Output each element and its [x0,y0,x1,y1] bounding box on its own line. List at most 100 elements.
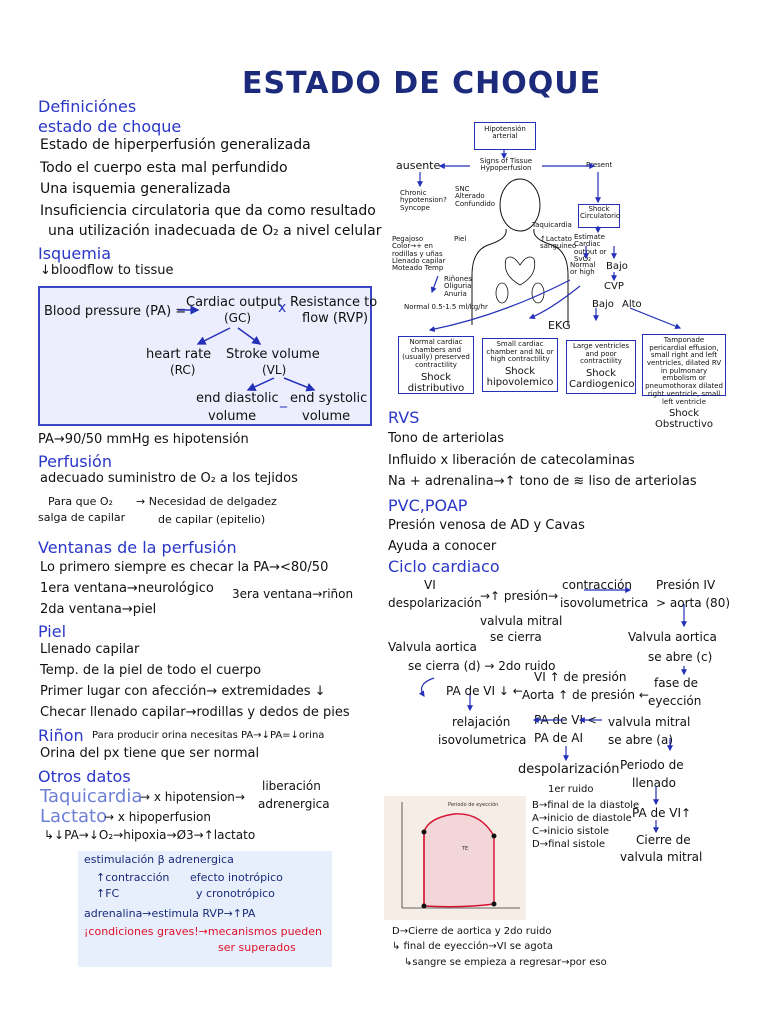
shock-circulatorio-label: Shock Circulatorio [580,205,621,221]
taquicardia-liberacion: liberación [262,779,321,793]
cycle-contraccion-2: isovolumetrica [560,596,649,610]
cycle-arrows [418,587,687,834]
card-obstructivo-label: Shock Obstructivo [654,408,714,431]
esv-label-1: end systolic [290,391,368,406]
beta-line-2: ↑contracción [96,871,170,884]
heading-rvs: RVS [388,408,420,427]
page-title: ESTADO DE CHOQUE [242,66,602,101]
heading-perfusion: Perfusión [38,452,112,471]
rvs-line-2: Influido x liberación de catecolaminas [388,453,635,468]
cycle-vi-presion: VI ↑ de presión [534,670,627,684]
rc-abbr: (RC) [170,363,196,377]
bajo-cvp-label: Bajo [592,299,614,310]
cycle-pa-vi-ai-2: PA de AI [534,731,584,745]
piel-line-4: Checar llenado capilar→rodillas y dedos … [40,705,350,720]
heading-isquemia: Isquemia [38,244,112,263]
card-cardiogenico-label: Shock Cardiogenico [569,368,635,391]
cycle-c-line: C→inicio sistole [532,826,609,837]
heading-ventanas: Ventanas de la perfusión [38,538,237,557]
cycle-a-line: A→inicio de diastole [532,813,632,824]
perf-b-1: → Necesidad de delgadez [136,495,277,508]
taquicardia-adrenergica: adrenergica [258,797,330,811]
diagram-arrows [417,150,682,332]
cycle-presion-iv-2: > aorta (80) [656,596,731,610]
cycle-presion: →↑ presión→ [480,589,559,603]
cycle-vi: VI [424,578,436,592]
gc-abbr: (GC) [224,311,252,325]
cycle-aorta-presion: Aorta ↑ de presión ← [522,688,649,702]
cycle-periodo-2: llenado [632,776,676,790]
heading-ciclo-cardiaco: Ciclo cardiaco [388,557,500,576]
cycle-pa-vi-ai-1: PA de VI < [534,713,597,727]
taquicardia-line: → x hipotension→ [140,790,245,804]
stroke-volume-label: Stroke volume [226,347,320,362]
lactato-label: Lactato [40,806,108,827]
edv-label-1: end diastolic [196,391,279,406]
pegajoso-label: Pegajoso Color→+ en rodillas y uñas Llen… [392,235,446,273]
estado-line-4: Insuficiencia circulatoria que da como r… [40,203,376,219]
pvc-line-2: Ayuda a conocer [388,539,497,554]
cycle-aortica-cierra-2: se cierra (d) → 2do ruido [408,659,556,673]
heart-rate-label: heart rate [146,347,212,362]
lactato-chain: ↳↓PA→↓O₂→hipoxia→Ø3→↑lactato [44,828,256,842]
rvs-line-1: Tono de arteriolas [388,431,505,446]
cycle-aortica-cierra-1: Valvula aortica [388,640,477,654]
perf-a-1: Para que O₂ [48,495,113,508]
card-obstructivo-text: Tamponade pericardial effusion, small ri… [645,336,723,406]
heading-definiciones: Definiciónes [38,97,137,116]
card-cardiogenico-text: Large ventricles and poor contractility [572,342,630,366]
bottom-line-3: ↳sangre se empieza a regresar→por eso [404,957,607,968]
vent-line-2: 1era ventana→neurológico [40,581,214,596]
cycle-periodo-1: Periodo de [620,758,684,772]
perf-a-2: salga de capilar [38,511,126,524]
chronic-label: Chronic hypotension? Syncope [400,189,447,212]
bp-arrows [178,305,316,392]
beta-line-8: ser superados [218,941,296,954]
pa-line: PA→90/50 mmHg es hipotensión [38,432,249,447]
cycle-presion-iv-1: Presión IV [656,578,716,592]
perf-b-2: de capilar (epitelio) [158,513,266,526]
alto-cvp-label: Alto [622,299,642,310]
heading-piel: Piel [38,622,67,641]
estado-line-2: Todo el cuerpo esta mal perfundido [40,160,288,176]
estado-line-1: Estado de hiperperfusión generalizada [40,137,311,153]
minus-sign: _ [280,392,287,408]
pvc-line-1: Presión venosa de AD y Cavas [388,518,585,533]
rinon-line: Para producir orina necesitas PA→↓PA=↓or… [92,730,325,741]
cardiac-output-label: Cardiac output [186,295,283,310]
hipotension-label: Hipotensión arterial [484,125,526,141]
cycle-relajacion-2: isovolumetrica [438,733,527,747]
cycle-pa-vi: PA de VI ↓ ← [446,684,523,698]
cycle-despolarizacion-2: despolarización [518,762,620,777]
bottom-line-1: D→Cierre de aortica y 2do ruido [392,926,552,937]
beta-line-1: estimulación β adrenergica [84,853,234,866]
piel-line-1: Llenado capilar [40,642,140,657]
edv-label-2: volume [208,409,257,424]
cycle-fase-2: eyección [648,694,702,708]
cycle-pa-vi-up: PA de VI↑ [632,806,692,820]
isquemia-line: ↓bloodflow to tissue [40,263,174,278]
estado-line-3: Una isquemia generalizada [40,181,231,197]
card-shock-hipovolemico: Small cardiac chamber and NL or high con… [482,338,558,392]
estado-line-5: una utilización inadecuada de O₂ a nivel… [48,223,382,239]
vent-line-3: 2da ventana→piel [40,602,157,617]
pv-loop-svg: Periodo de eyección TE [401,801,520,909]
vent-line-tercera: 3era ventana→riñon [232,587,354,601]
bottom-line-2: ↳ final de eyección→VI se agota [392,941,553,952]
cycle-mitral-cierra-1: valvula mitral [480,614,563,628]
heading-pvc-poap: PVC,POAP [388,496,468,515]
bp-label: Blood pressure (PA) = [44,304,187,319]
lactato-line: → x hipoperfusion [104,810,211,824]
cycle-mitral-abre-2: se abre (a) [608,733,674,747]
blood-pressure-box [38,286,372,426]
ausente-label: ausente [396,159,441,172]
svg-text:TE: TE [461,846,468,852]
cycle-mitral-abre-1: valvula mitral [608,715,691,729]
heading-rinon: Riñon [38,726,84,745]
rvs-line-3: Na + adrenalina→↑ tono de ≋ liso de arte… [388,474,697,489]
vl-abbr: (VL) [262,363,287,377]
cycle-cierre-2: valvula mitral [620,850,703,864]
esv-label-2: volume [302,409,351,424]
beta-line-6: adrenalina→estimula RVP→↑PA [84,907,256,920]
